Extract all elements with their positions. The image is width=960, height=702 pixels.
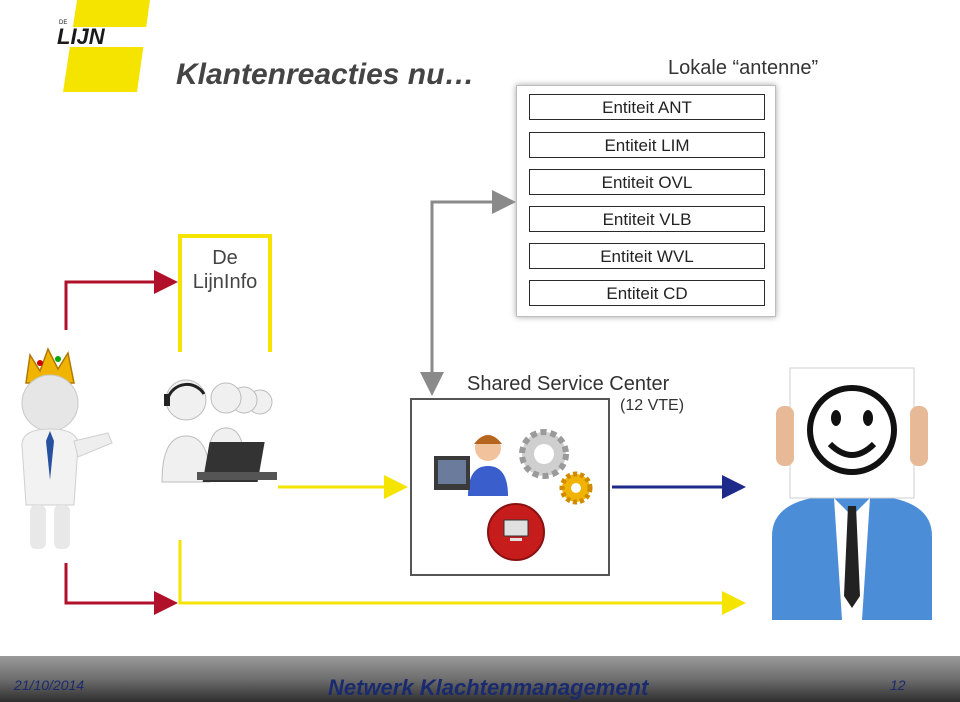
ssc-title: Shared Service Center — [467, 373, 670, 395]
entity-wvl: Entiteit WVL — [529, 243, 765, 269]
de-lijn-logo: LIJN DE — [55, 0, 150, 92]
lijninfo-line1: De — [212, 247, 238, 269]
page-title: Klantenreacties nu… — [176, 58, 475, 91]
footer-date: 21/10/2014 — [14, 677, 85, 693]
lijninfo-box: De LijnInfo — [178, 234, 272, 352]
call-center-agents-icon — [161, 379, 277, 483]
footer-bar — [0, 656, 960, 702]
entity-lim: Entiteit LIM — [529, 132, 765, 158]
local-antenna-label: Lokale “antenne” — [668, 57, 819, 79]
ssc-box — [410, 398, 610, 576]
arrow-customer-bottom — [64, 563, 178, 615]
happy-customer-icon — [772, 367, 932, 620]
arrow-customer-to-lijninfo — [64, 270, 178, 330]
lijninfo-line2: LijnInfo — [192, 271, 258, 293]
entity-cd: Entiteit CD — [529, 280, 765, 306]
footer-title: Netwerk Klachtenmanagement — [328, 675, 649, 700]
svg-text:LIJN: LIJN — [57, 24, 106, 49]
arrow-yellow-bottom — [178, 540, 746, 615]
entity-ant: Entiteit ANT — [529, 94, 765, 120]
svg-text:DE: DE — [59, 20, 67, 26]
arrow-gray-entities — [430, 190, 516, 392]
customer-king-icon — [21, 347, 113, 549]
page-number: 12 — [890, 677, 906, 693]
entity-ovl: Entiteit OVL — [529, 169, 765, 195]
ssc-illustration — [434, 429, 593, 561]
ssc-subtitle: (12 VTE) — [620, 397, 685, 414]
entity-panel: Entiteit ANT Entiteit LIM Entiteit OVL E… — [516, 85, 776, 317]
entity-vlb: Entiteit VLB — [529, 206, 765, 232]
